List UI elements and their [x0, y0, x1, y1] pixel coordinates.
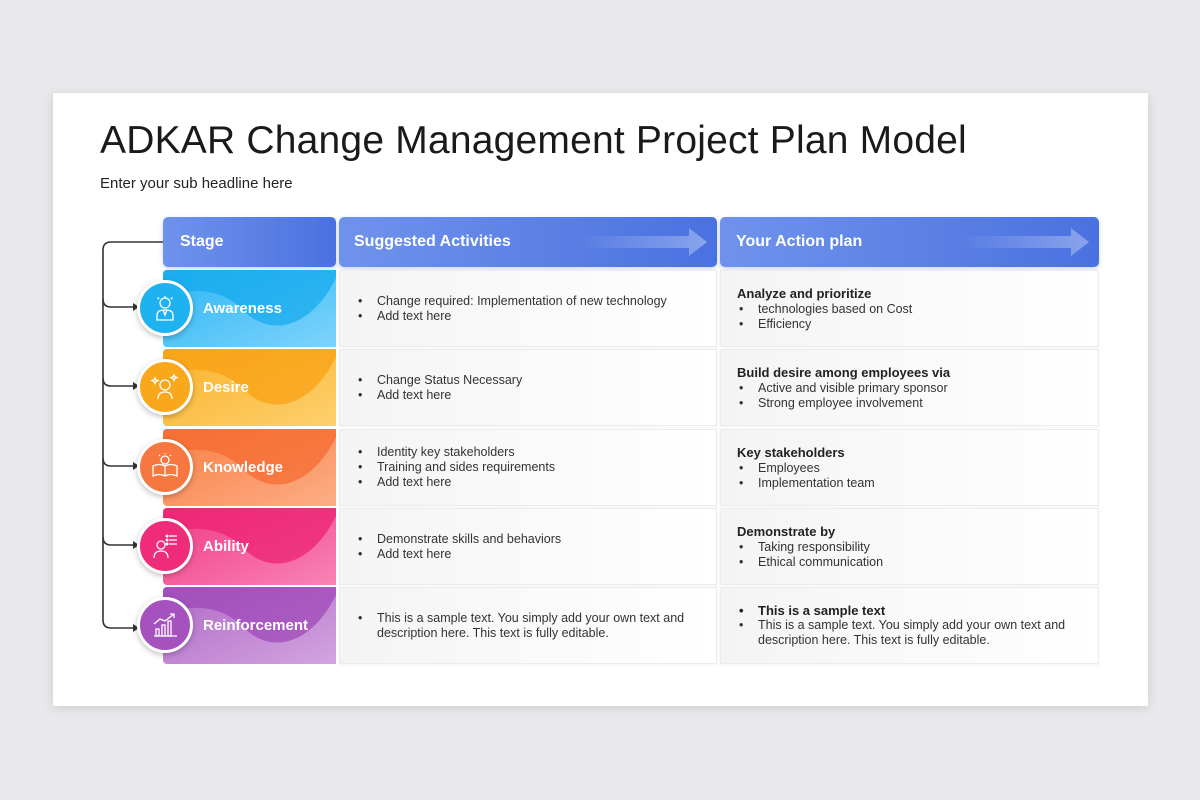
- plan-cell: This is a sample text This is a sample t…: [720, 587, 1099, 664]
- list-item: Ethical communication: [737, 555, 1098, 570]
- header-stage: Stage: [163, 217, 336, 267]
- slide: ADKAR Change Management Project Plan Mod…: [53, 93, 1148, 706]
- activities-cell: This is a sample text. You simply add yo…: [339, 587, 717, 664]
- header-activities-label: Suggested Activities: [354, 233, 511, 250]
- plan-title: Key stakeholders: [737, 444, 845, 460]
- list-item: Change required: Implementation of new t…: [356, 294, 716, 309]
- header-plan-label: Your Action plan: [736, 233, 863, 250]
- stage-knowledge: Knowledge: [163, 429, 336, 506]
- list-item: Add text here: [356, 309, 716, 324]
- idea-person-icon: [137, 280, 193, 336]
- list-item: technologies based on Cost: [737, 302, 1098, 317]
- stage-label: Knowledge: [203, 459, 284, 476]
- book-brain-icon: [137, 439, 193, 495]
- header-activities: Suggested Activities: [339, 217, 717, 267]
- plan-cell: Demonstrate by Taking responsibility Eth…: [720, 508, 1099, 585]
- person-checklist-icon: [137, 518, 193, 574]
- list-item: This is a sample text. You simply add yo…: [737, 618, 1098, 648]
- list-item: Add text here: [356, 475, 716, 490]
- list-item: Implementation team: [737, 476, 1098, 491]
- stage-label: Reinforcement: [203, 617, 309, 634]
- header-plan: Your Action plan: [720, 217, 1099, 267]
- stage-label: Ability: [203, 538, 249, 555]
- list-item: Active and visible primary sponsor: [737, 381, 1098, 396]
- stage-label: Awareness: [203, 300, 282, 317]
- activities-cell: Demonstrate skills and behaviors Add tex…: [339, 508, 717, 585]
- plan-title: Demonstrate by: [737, 523, 836, 539]
- plan-title: Analyze and prioritize: [737, 285, 872, 301]
- arrow-right-icon: [579, 228, 707, 256]
- list-item: Change Status Necessary: [356, 373, 716, 388]
- activities-cell: Change Status Necessary Add text here: [339, 349, 717, 426]
- list-item: Efficiency: [737, 317, 1098, 332]
- header-stage-label: Stage: [180, 233, 224, 250]
- list-item: Add text here: [356, 547, 716, 562]
- activities-cell: Change required: Implementation of new t…: [339, 270, 717, 347]
- stage-label: Desire: [203, 379, 249, 396]
- list-item: Employees: [737, 461, 1098, 476]
- plan-title: Build desire among employees via: [737, 364, 951, 380]
- person-stars-icon: [137, 359, 193, 415]
- arrow-right-icon: [961, 228, 1089, 256]
- page-subtitle: Enter your sub headline here: [100, 175, 293, 192]
- list-item: This is a sample text. You simply add yo…: [356, 611, 716, 641]
- plan-cell: Build desire among employees via Active …: [720, 349, 1099, 426]
- list-item: Add text here: [356, 388, 716, 403]
- growth-chart-icon: [137, 597, 193, 653]
- page-title: ADKAR Change Management Project Plan Mod…: [100, 119, 967, 162]
- list-item: Demonstrate skills and behaviors: [356, 532, 716, 547]
- stage-awareness: Awareness: [163, 270, 336, 347]
- list-item: Training and sides requirements: [356, 460, 716, 475]
- activities-cell: Identity key stakeholders Training and s…: [339, 429, 717, 506]
- list-item: Strong employee involvement: [737, 396, 1098, 411]
- list-item: Identity key stakeholders: [356, 445, 716, 460]
- plan-cell: Key stakeholders Employees Implementatio…: [720, 429, 1099, 506]
- list-item: Taking responsibility: [737, 540, 1098, 555]
- list-item: This is a sample text: [737, 603, 1098, 618]
- plan-cell: Analyze and prioritize technologies base…: [720, 270, 1099, 347]
